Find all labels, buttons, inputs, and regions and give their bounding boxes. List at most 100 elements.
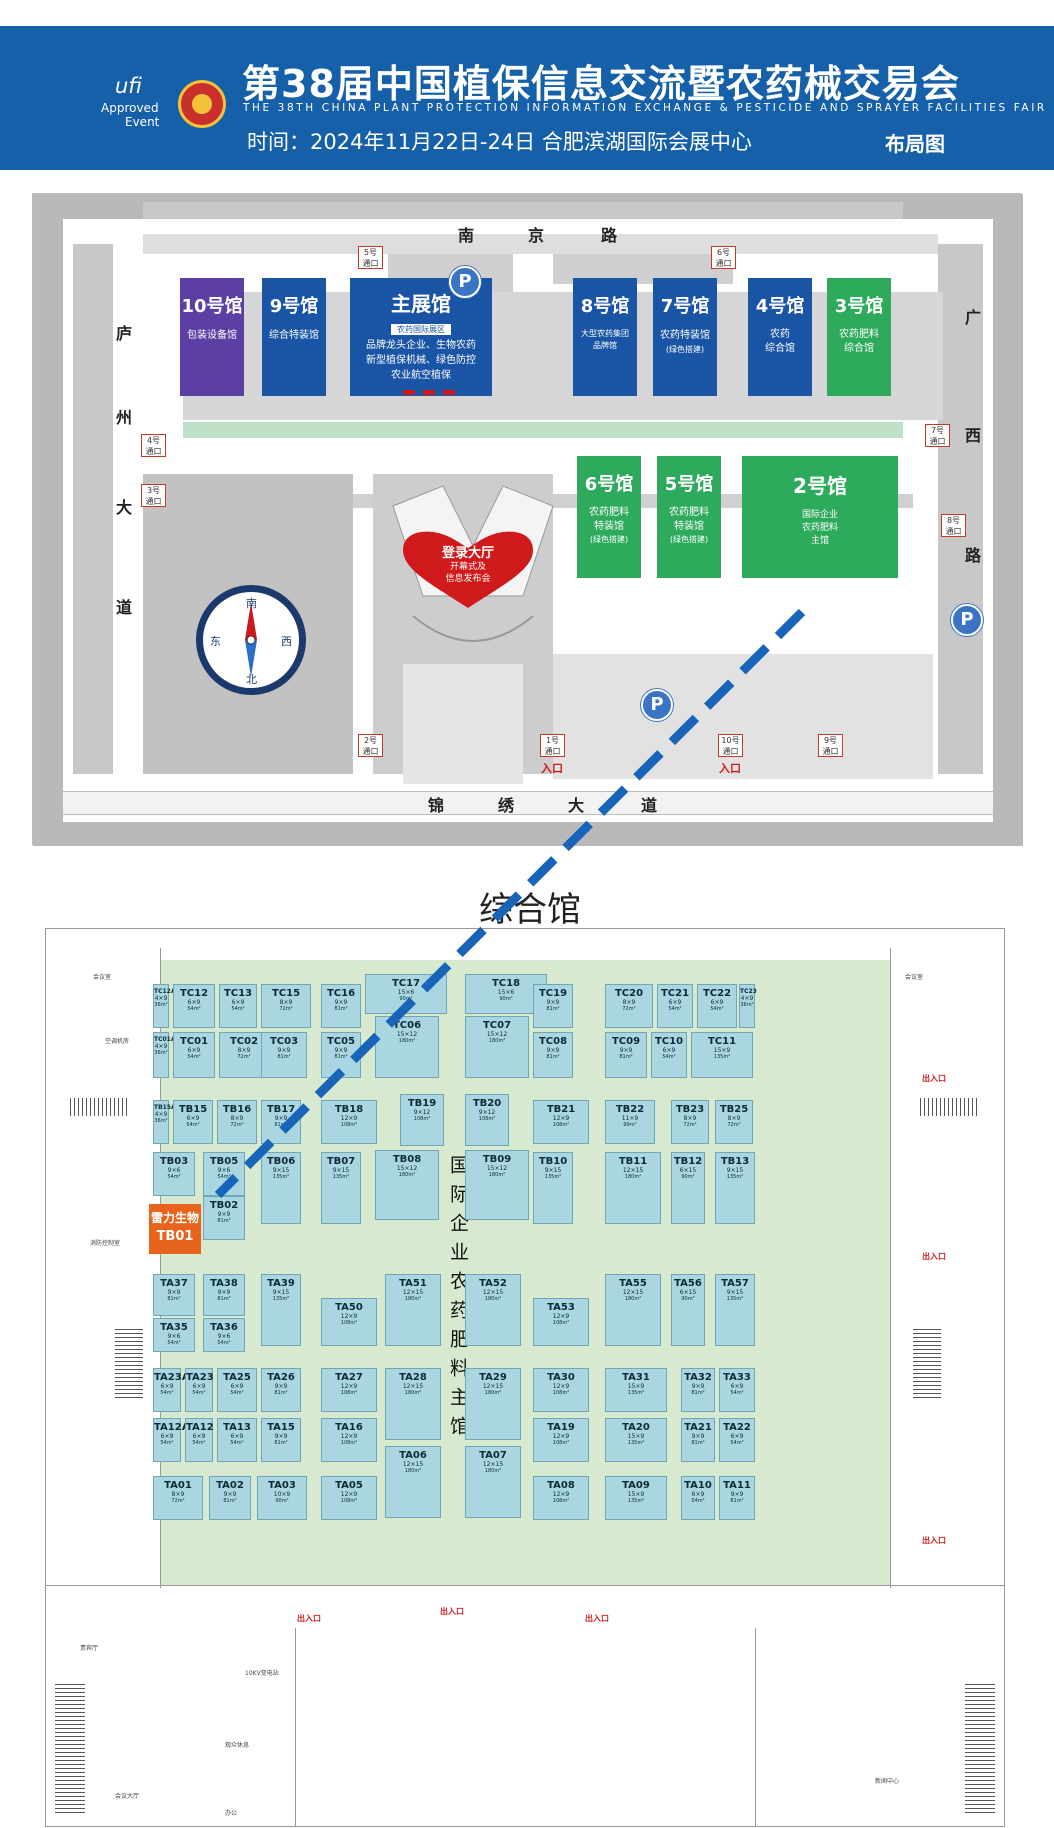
gate-9[interactable]: 9号通口 bbox=[818, 734, 843, 757]
hall-4[interactable]: 4号馆 农药 综合馆 bbox=[748, 278, 812, 396]
gate-6[interactable]: 6号通口 bbox=[711, 246, 736, 269]
hall-10[interactable]: 10号馆 包装设备馆 bbox=[180, 278, 244, 396]
gate-2[interactable]: 2号通口 bbox=[358, 734, 383, 757]
highlight-booth-tb01[interactable]: 雷力生物 TB01 bbox=[149, 1204, 201, 1254]
gate-3[interactable]: 3号通口 bbox=[141, 484, 166, 507]
gate-5[interactable]: 5号通口 bbox=[358, 246, 383, 269]
gate-7[interactable]: 7号通口 bbox=[925, 424, 950, 447]
hall-2[interactable]: 2号馆 国际企业 农药肥料 主馆 bbox=[742, 456, 898, 578]
lobby-heart-icon[interactable] bbox=[403, 530, 533, 608]
hall-5[interactable]: 5号馆 农药肥料 特装馆 (绿色搭建) bbox=[657, 456, 721, 578]
hall-3[interactable]: 3号馆 农药肥料 综合馆 bbox=[827, 278, 891, 396]
hall-8[interactable]: 8号馆 大型农药集团 品牌馆 bbox=[573, 278, 637, 396]
gate-4[interactable]: 4号通口 bbox=[141, 434, 166, 457]
hall-main[interactable]: 主展馆 农药国际展区 品牌龙头企业、生物农药 新型植保机械、绿色防控 农业航空植… bbox=[350, 278, 492, 396]
gate-10[interactable]: 10号通口 bbox=[718, 734, 743, 757]
hall-6[interactable]: 6号馆 农药肥料 特装馆 (绿色搭建) bbox=[577, 456, 641, 578]
hall-9[interactable]: 9号馆 综合特装馆 bbox=[262, 278, 326, 396]
gate-1[interactable]: 1号通口 bbox=[540, 734, 565, 757]
gate-8[interactable]: 8号通口 bbox=[941, 514, 966, 537]
hall-7[interactable]: 7号馆 农药特装馆 (绿色搭建) bbox=[653, 278, 717, 396]
